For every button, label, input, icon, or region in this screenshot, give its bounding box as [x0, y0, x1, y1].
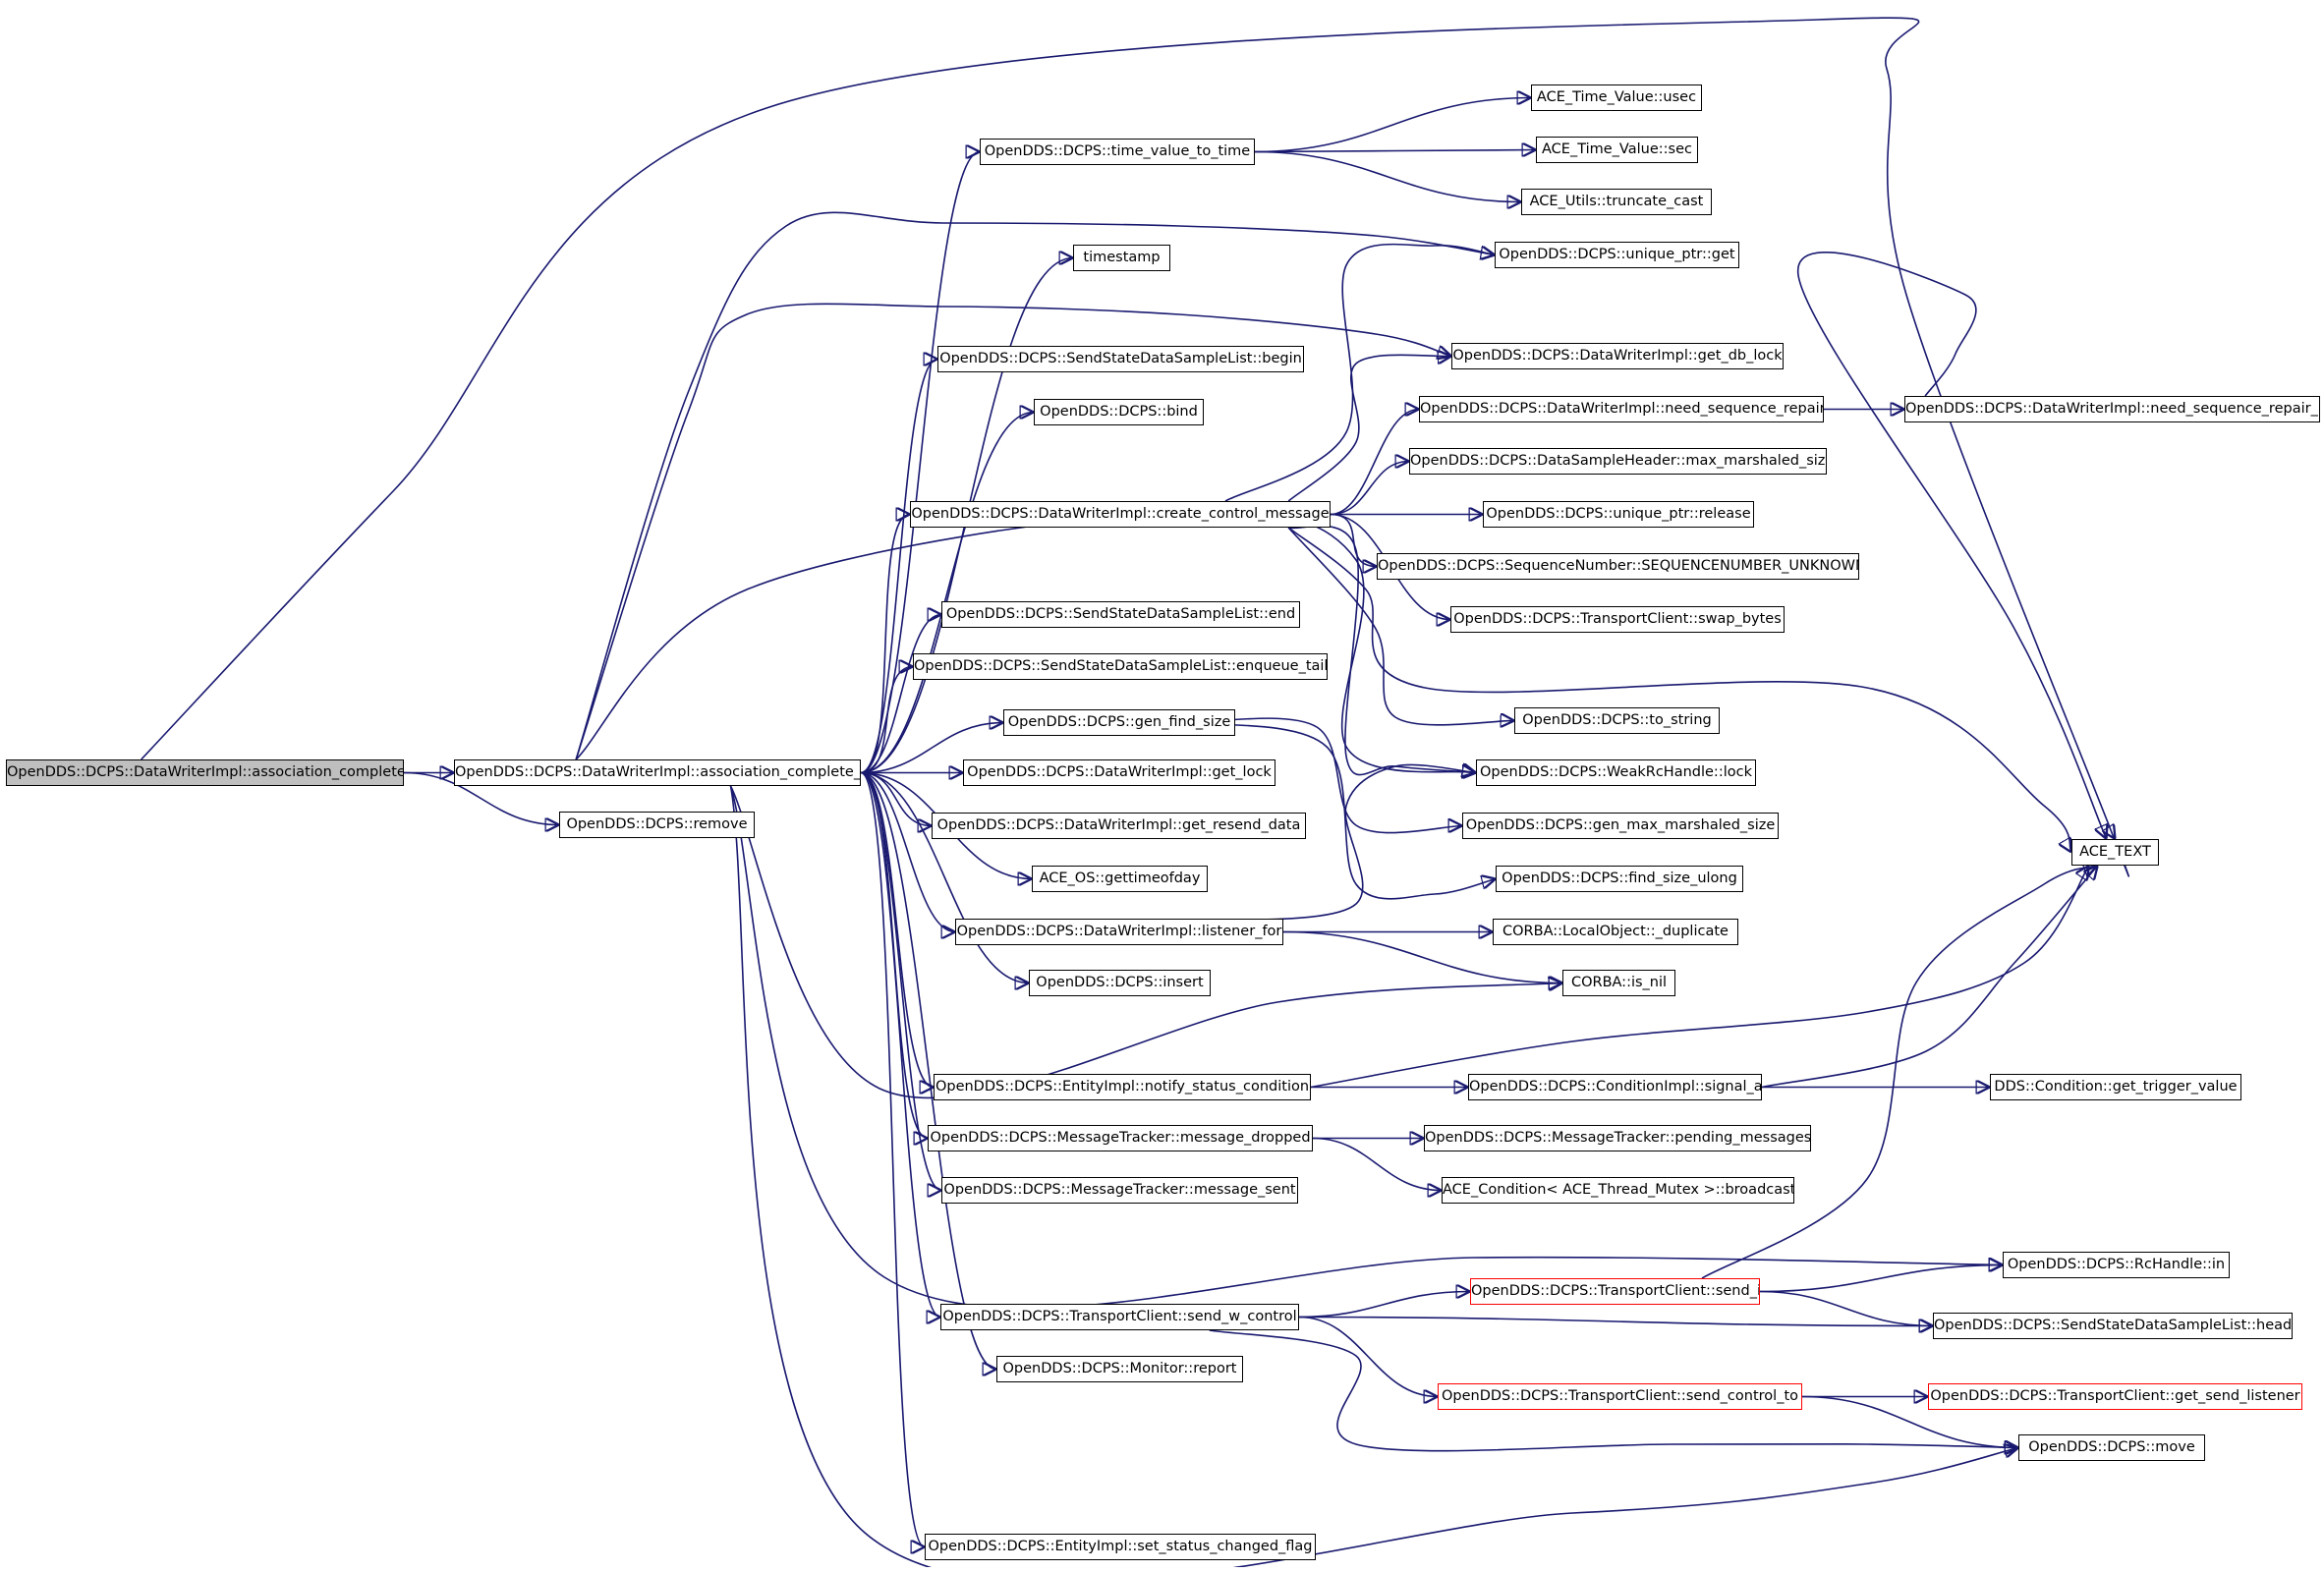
function-node-timestamp[interactable]: timestamp: [1073, 245, 1170, 271]
call-edge-listener-for-to-weak-lock: [1218, 763, 1476, 923]
call-edge-association-complete-i-to-rchandle-in: [729, 785, 2003, 1310]
call-edge-association-complete-i-to-report: [860, 771, 997, 1370]
function-node-ssdsl-begin[interactable]: OpenDDS::DCPS::SendStateDataSampleList::…: [937, 346, 1304, 372]
function-node-gen-find-size[interactable]: OpenDDS::DCPS::gen_find_size: [1003, 709, 1235, 736]
call-edge-time-value-to-time-to-usec: [1254, 98, 1531, 153]
function-node-association-complete: OpenDDS::DCPS::DataWriterImpl::associati…: [6, 759, 404, 786]
call-edge-association-complete-i-to-bind: [860, 413, 1034, 774]
call-edge-send-w-control-to-send-i: [1298, 1292, 1470, 1319]
call-edge-send-w-control-to-ssdsl-head: [1298, 1316, 1933, 1326]
function-node-pending-messages[interactable]: OpenDDS::DCPS::MessageTracker::pending_m…: [1424, 1125, 1811, 1151]
call-edge-need-seq-repair-i-to-ace-text: [1797, 252, 2107, 839]
function-node-association-complete-i[interactable]: OpenDDS::DCPS::DataWriterImpl::associati…: [454, 759, 861, 786]
function-node-send-i[interactable]: OpenDDS::DCPS::TransportClient::send_i: [1470, 1278, 1760, 1305]
function-node-message-sent[interactable]: OpenDDS::DCPS::MessageTracker::message_s…: [941, 1177, 1298, 1204]
call-edge-send-i-to-ace-text: [1701, 866, 2098, 1279]
call-edge-listener-for-to-is-nil: [1282, 930, 1562, 983]
call-edge-association-complete-i-to-create-control-message: [860, 515, 911, 774]
function-node-to-string[interactable]: OpenDDS::DCPS::to_string: [1514, 707, 1720, 734]
function-node-find-size-ulong[interactable]: OpenDDS::DCPS::find_size_ulong: [1496, 866, 1743, 892]
call-edge-create-control-message-to-ace-text: [1287, 527, 2071, 853]
call-edge-create-control-message-to-to-string: [1287, 527, 1514, 725]
call-edge-association-complete-i-to-set-status-changed-flag: [860, 771, 926, 1547]
function-node-truncate-cast[interactable]: ACE_Utils::truncate_cast: [1521, 189, 1712, 215]
function-node-usec[interactable]: ACE_Time_Value::usec: [1531, 84, 1702, 111]
function-node-ssdsl-end[interactable]: OpenDDS::DCPS::SendStateDataSampleList::…: [941, 601, 1300, 628]
call-edge-message-dropped-to-broadcast: [1312, 1137, 1442, 1191]
call-edge-association-complete-i-to-listener-for: [860, 771, 956, 932]
function-node-get-send-listener[interactable]: OpenDDS::DCPS::TransportClient::get_send…: [1928, 1383, 2302, 1410]
function-node-signal-all[interactable]: OpenDDS::DCPS::ConditionImpl::signal_all: [1468, 1074, 1762, 1100]
function-node-get-db-lock[interactable]: OpenDDS::DCPS::DataWriterImpl::get_db_lo…: [1451, 343, 1784, 369]
function-node-rchandle-in[interactable]: OpenDDS::DCPS::RcHandle::in: [2003, 1252, 2230, 1278]
function-node-unique-get[interactable]: OpenDDS::DCPS::unique_ptr::get: [1495, 242, 1739, 268]
function-node-message-dropped[interactable]: OpenDDS::DCPS::MessageTracker::message_d…: [928, 1125, 1313, 1151]
call-edge-association-complete-i-to-notify-status-condition: [860, 771, 935, 1088]
function-node-get-resend-data[interactable]: OpenDDS::DCPS::DataWriterImpl::get_resen…: [932, 813, 1306, 839]
function-node-need-seq-repair[interactable]: OpenDDS::DCPS::DataWriterImpl::need_sequ…: [1419, 396, 1824, 422]
call-edge-association-complete-to-remove: [403, 771, 559, 825]
function-node-send-control-to[interactable]: OpenDDS::DCPS::TransportClient::send_con…: [1438, 1383, 1802, 1410]
function-node-remove[interactable]: OpenDDS::DCPS::remove: [559, 812, 755, 838]
call-edge-association-complete-i-to-message-sent: [860, 771, 942, 1191]
call-edge-signal-all-to-ace-text: [1761, 866, 2098, 1089]
function-node-sec[interactable]: ACE_Time_Value::sec: [1536, 137, 1698, 163]
call-edge-association-complete-i-to-ssdsl-begin: [860, 360, 938, 774]
function-node-gen-max-marshaled-size[interactable]: OpenDDS::DCPS::gen_max_marshaled_size: [1462, 813, 1779, 839]
call-edge-association-complete-i-to-is-nil: [729, 785, 1562, 1099]
function-node-move[interactable]: OpenDDS::DCPS::move: [2018, 1434, 2205, 1461]
function-node-swap-bytes[interactable]: OpenDDS::DCPS::TransportClient::swap_byt…: [1450, 606, 1785, 633]
call-edge-create-control-message-to-unique-get: [1224, 243, 1495, 502]
function-node-send-w-control[interactable]: OpenDDS::DCPS::TransportClient::send_w_c…: [940, 1304, 1299, 1330]
function-node-enqueue-tail[interactable]: OpenDDS::DCPS::SendStateDataSampleList::…: [913, 653, 1328, 680]
call-edge-association-complete-i-to-get-db-lock: [575, 303, 1451, 760]
function-node-get-lock[interactable]: OpenDDS::DCPS::DataWriterImpl::get_lock: [963, 759, 1275, 786]
call-edge-time-value-to-time-to-truncate-cast: [1254, 150, 1521, 202]
call-edge-gen-find-size-to-gen-max-marshaled-size: [1188, 717, 1462, 834]
call-edge-association-complete-i-to-gen-find-size: [860, 723, 1003, 774]
call-edge-send-w-control-to-move: [1209, 1329, 2018, 1451]
function-node-notify-status-condition[interactable]: OpenDDS::DCPS::EntityImpl::notify_status…: [934, 1074, 1311, 1100]
function-node-ace-text[interactable]: ACE_TEXT: [2071, 839, 2159, 866]
function-node-weak-lock[interactable]: OpenDDS::DCPS::WeakRcHandle::lock: [1476, 759, 1756, 786]
function-node-listener-for[interactable]: OpenDDS::DCPS::DataWriterImpl::listener_…: [955, 919, 1283, 945]
call-edge-notify-status-condition-to-ace-text: [1310, 866, 2089, 1089]
call-edge-send-i-to-ssdsl-head: [1759, 1290, 1933, 1326]
call-edge-association-complete-i-to-time-value-to-time: [860, 152, 981, 774]
function-node-ssdsl-head[interactable]: OpenDDS::DCPS::SendStateDataSampleList::…: [1933, 1313, 2293, 1339]
function-node-create-control-message[interactable]: OpenDDS::DCPS::DataWriterImpl::create_co…: [910, 501, 1331, 528]
function-node-is-nil[interactable]: CORBA::is_nil: [1562, 970, 1675, 996]
function-node-gettimeofday[interactable]: ACE_OS::gettimeofday: [1032, 866, 1208, 892]
function-node-seqnum-unknown[interactable]: OpenDDS::DCPS::SequenceNumber::SEQUENCEN…: [1377, 553, 1859, 580]
call-edge-association-complete-i-to-enqueue-tail: [860, 667, 914, 774]
call-edge-create-control-message-to-get-db-lock: [1287, 355, 1451, 502]
call-edge-send-i-to-rchandle-in: [1759, 1265, 2003, 1293]
call-edge-gen-find-size-to-find-size-ulong: [1188, 721, 1496, 900]
call-edge-association-complete-i-to-send-w-control: [860, 771, 941, 1318]
call-edge-create-control-message-to-max-marshaled-size: [1330, 462, 1409, 516]
function-node-set-status-changed-flag[interactable]: OpenDDS::DCPS::EntityImpl::set_status_ch…: [925, 1534, 1316, 1560]
call-edge-create-control-message-to-need-seq-repair: [1330, 410, 1420, 516]
call-edge-send-control-to-to-move: [1801, 1395, 2018, 1448]
function-node-need-seq-repair-i[interactable]: OpenDDS::DCPS::DataWriterImpl::need_sequ…: [1904, 396, 2320, 422]
call-edge-time-value-to-time-to-sec: [1254, 150, 1536, 152]
function-node-duplicate[interactable]: CORBA::LocalObject::_duplicate: [1493, 919, 1738, 945]
function-node-get-trigger-value[interactable]: DDS::Condition::get_trigger_value: [1990, 1074, 2241, 1100]
call-edge-association-complete-to-ace-text: [141, 17, 2130, 877]
function-node-max-marshaled-size[interactable]: OpenDDS::DCPS::DataSampleHeader::max_mar…: [1409, 448, 1827, 475]
function-node-broadcast[interactable]: ACE_Condition< ACE_Thread_Mutex >::broad…: [1442, 1177, 1794, 1204]
function-node-unique-release[interactable]: OpenDDS::DCPS::unique_ptr::release: [1483, 501, 1754, 528]
function-node-insert[interactable]: OpenDDS::DCPS::insert: [1029, 970, 1211, 996]
call-edge-create-control-message-to-weak-lock: [1287, 525, 1476, 774]
function-node-bind[interactable]: OpenDDS::DCPS::bind: [1034, 399, 1204, 425]
function-node-time-value-to-time[interactable]: OpenDDS::DCPS::time_value_to_time: [980, 139, 1255, 165]
function-node-report[interactable]: OpenDDS::DCPS::Monitor::report: [996, 1356, 1243, 1382]
call-edge-association-complete-i-to-move: [729, 785, 2018, 1572]
call-edge-association-complete-i-to-insert: [860, 771, 1029, 983]
call-edge-send-w-control-to-send-control-to: [1298, 1316, 1438, 1397]
call-edge-association-complete-i-to-unique-get: [575, 211, 1495, 760]
